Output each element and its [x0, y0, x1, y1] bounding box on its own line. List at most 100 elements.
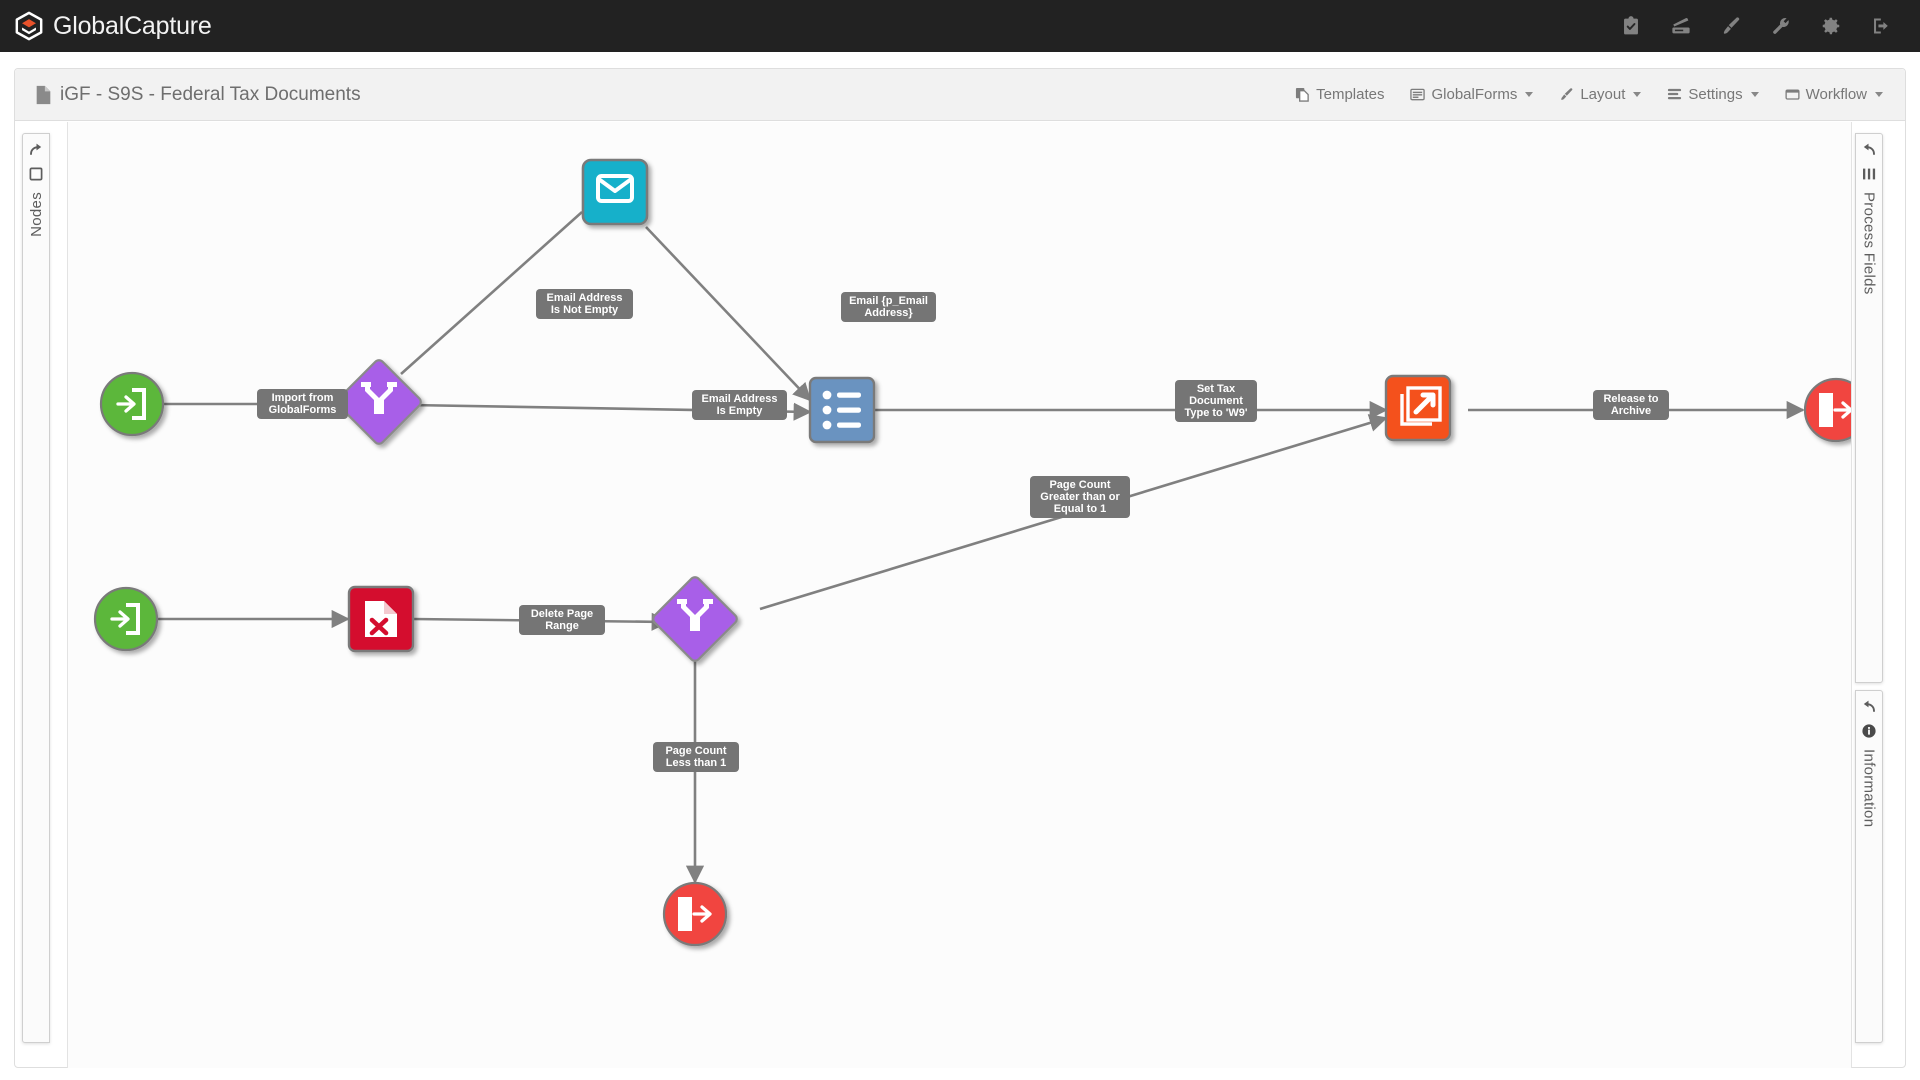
top-bar-icon-group — [1620, 15, 1920, 37]
menu-item-workflow-label: Workflow — [1805, 86, 1867, 103]
chip-line: Is Empty — [717, 405, 764, 417]
node-decision-email-address[interactable] — [335, 358, 423, 446]
chip-line: Delete Page — [531, 608, 593, 620]
arrow-left-curve-icon[interactable] — [1861, 142, 1877, 158]
info-icon — [1862, 724, 1876, 738]
enter-door-icon — [116, 388, 146, 420]
chip-line: GlobalForms — [269, 404, 337, 416]
fork-icon — [677, 599, 713, 631]
menu-item-layout[interactable]: Layout — [1559, 86, 1642, 103]
sidebar-tab-information[interactable]: Information — [1855, 690, 1883, 1043]
menu-item-templates[interactable]: Templates — [1295, 86, 1384, 103]
chip-line: Release to — [1603, 393, 1658, 405]
connector-group — [156, 211, 1805, 884]
chip-line: Page Count — [665, 745, 726, 757]
exit-door-icon — [678, 897, 712, 931]
logout-icon[interactable] — [1870, 15, 1892, 37]
node-export[interactable] — [1384, 374, 1452, 442]
sidebar-tab-process-fields-label: Process Fields — [1860, 192, 1878, 295]
panel-header: iGF - S9S - Federal Tax Documents Templa… — [15, 69, 1905, 121]
connector-label-email-p-email-address[interactable]: Email {p_Email Address} — [841, 292, 936, 322]
chevron-down-icon — [1875, 92, 1883, 97]
chip-line: Set Tax — [1197, 383, 1236, 395]
sidebar-tab-information-label: Information — [1860, 749, 1878, 828]
clipboard-check-icon[interactable] — [1620, 15, 1642, 37]
scanner-icon[interactable] — [1670, 15, 1692, 37]
wrench-icon[interactable] — [1770, 15, 1792, 37]
envelope-icon — [596, 174, 634, 203]
menu-item-workflow[interactable]: Workflow — [1785, 86, 1883, 103]
chip-line: Email Address — [546, 292, 622, 304]
workflow-canvas[interactable]: Import from GlobalForms Email Address Is… — [67, 122, 1852, 1068]
page-title-text: iGF - S9S - Federal Tax Documents — [60, 83, 361, 105]
gear-icon[interactable] — [1820, 15, 1842, 37]
arrow-right-curve-icon[interactable] — [28, 142, 44, 158]
sidebar-tab-process-fields[interactable]: Process Fields — [1855, 133, 1883, 683]
connector-label-import-globalforms-1[interactable]: Import from GlobalForms — [257, 389, 348, 419]
chip-line: Range — [545, 620, 579, 632]
chip-line: Email {p_Email — [849, 295, 928, 307]
chip-line: Document — [1189, 395, 1243, 407]
archive-icon — [1785, 89, 1800, 100]
globalcapture-logo-icon — [15, 11, 43, 41]
chip-line: Less than 1 — [666, 757, 727, 769]
brand-logo-area[interactable]: GlobalCapture — [0, 11, 212, 41]
chip-line: Page Count — [1049, 479, 1110, 491]
menu-item-globalforms[interactable]: GlobalForms — [1410, 86, 1534, 103]
arrow-left-curve-icon[interactable] — [1861, 699, 1877, 715]
node-end-release-archive[interactable] — [1803, 377, 1852, 443]
connector-label-group: Import from GlobalForms Email Address Is… — [257, 289, 1669, 772]
node-delete-page-range[interactable] — [347, 585, 415, 653]
connector-label-delete-page-range[interactable]: Delete Page Range — [519, 605, 605, 635]
node-decision-page-count[interactable] — [651, 575, 739, 663]
panel-menu-bar: Templates GlobalForms Layout — [1295, 86, 1905, 103]
bullet-list-icon — [822, 390, 861, 430]
sidebar-tab-nodes[interactable]: Nodes — [22, 133, 50, 1043]
chevron-down-icon — [1633, 92, 1642, 97]
menu-item-layout-label: Layout — [1580, 86, 1626, 103]
paintbrush-icon[interactable] — [1720, 15, 1742, 37]
document-icon — [36, 85, 51, 104]
exit-door-icon — [1819, 393, 1851, 427]
sidebar-tab-nodes-label: Nodes — [27, 192, 45, 237]
export-arrow-icon — [1400, 386, 1442, 426]
menu-item-templates-label: Templates — [1316, 86, 1385, 103]
connector-label-email-not-empty[interactable]: Email Address Is Not Empty — [536, 289, 633, 319]
node-end-2[interactable] — [662, 881, 728, 947]
chip-line: Type to 'W9' — [1184, 407, 1247, 419]
chip-line: Greater than or — [1040, 491, 1120, 503]
connector-label-email-is-empty[interactable]: Email Address Is Empty — [692, 390, 787, 420]
sliders-icon — [1668, 88, 1682, 100]
chip-line: Email Address — [701, 393, 777, 405]
fork-icon — [361, 382, 397, 414]
chip-line: Is Not Empty — [551, 304, 619, 316]
menu-item-settings[interactable]: Settings — [1667, 86, 1759, 103]
top-navigation-bar: GlobalCapture — [0, 0, 1920, 52]
enter-door-icon — [110, 603, 140, 635]
connector-label-release-to-archive[interactable]: Release to Archive — [1593, 390, 1669, 420]
page-title: iGF - S9S - Federal Tax Documents — [15, 84, 361, 106]
connector-decision1-email1 — [400, 211, 583, 375]
form-icon — [1410, 88, 1426, 101]
chip-line: Address} — [864, 307, 913, 319]
chevron-down-icon — [1750, 92, 1759, 97]
connector-label-set-tax-document-type[interactable]: Set Tax Document Type to 'W9' — [1175, 380, 1257, 422]
chip-line: Import from — [272, 392, 334, 404]
menu-item-globalforms-label: GlobalForms — [1431, 86, 1518, 103]
node-start-import-2[interactable] — [93, 586, 159, 652]
chevron-down-icon — [1525, 92, 1534, 97]
menu-item-settings-label: Settings — [1688, 86, 1743, 103]
connector-label-page-count-lt-1[interactable]: Page Count Less than 1 — [653, 742, 739, 772]
workflow-designer-panel: iGF - S9S - Federal Tax Documents Templa… — [14, 68, 1906, 1068]
copy-icon — [1296, 87, 1309, 102]
node-set-field-values[interactable] — [808, 376, 876, 444]
connector-email1-list1 — [645, 226, 812, 402]
square-icon — [29, 167, 43, 181]
chip-line: Archive — [1611, 405, 1651, 417]
list-icon — [1863, 168, 1876, 180]
connector-label-page-count-gte-1[interactable]: Page Count Greater than or Equal to 1 — [1030, 476, 1130, 518]
node-start-import-1[interactable] — [99, 371, 165, 437]
node-send-email[interactable] — [581, 158, 649, 226]
document-x-icon — [365, 601, 397, 637]
brand-name: GlobalCapture — [53, 11, 212, 40]
